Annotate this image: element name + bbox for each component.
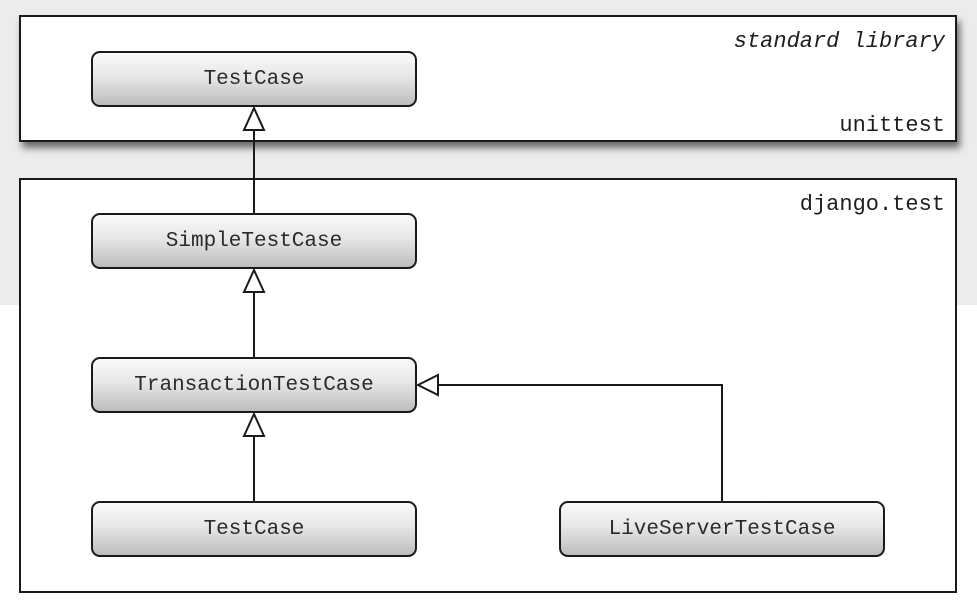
unittest-label: unittest: [839, 113, 945, 138]
class-simple-testcase: SimpleTestCase: [91, 213, 417, 269]
class-django-testcase: TestCase: [91, 501, 417, 557]
class-transaction-testcase: TransactionTestCase: [91, 357, 417, 413]
class-unittest-testcase: TestCase: [91, 51, 417, 107]
class-liveserver-testcase: LiveServerTestCase: [559, 501, 885, 557]
django-test-label: django.test: [799, 192, 945, 217]
standard-library-label: standard library: [733, 29, 945, 54]
